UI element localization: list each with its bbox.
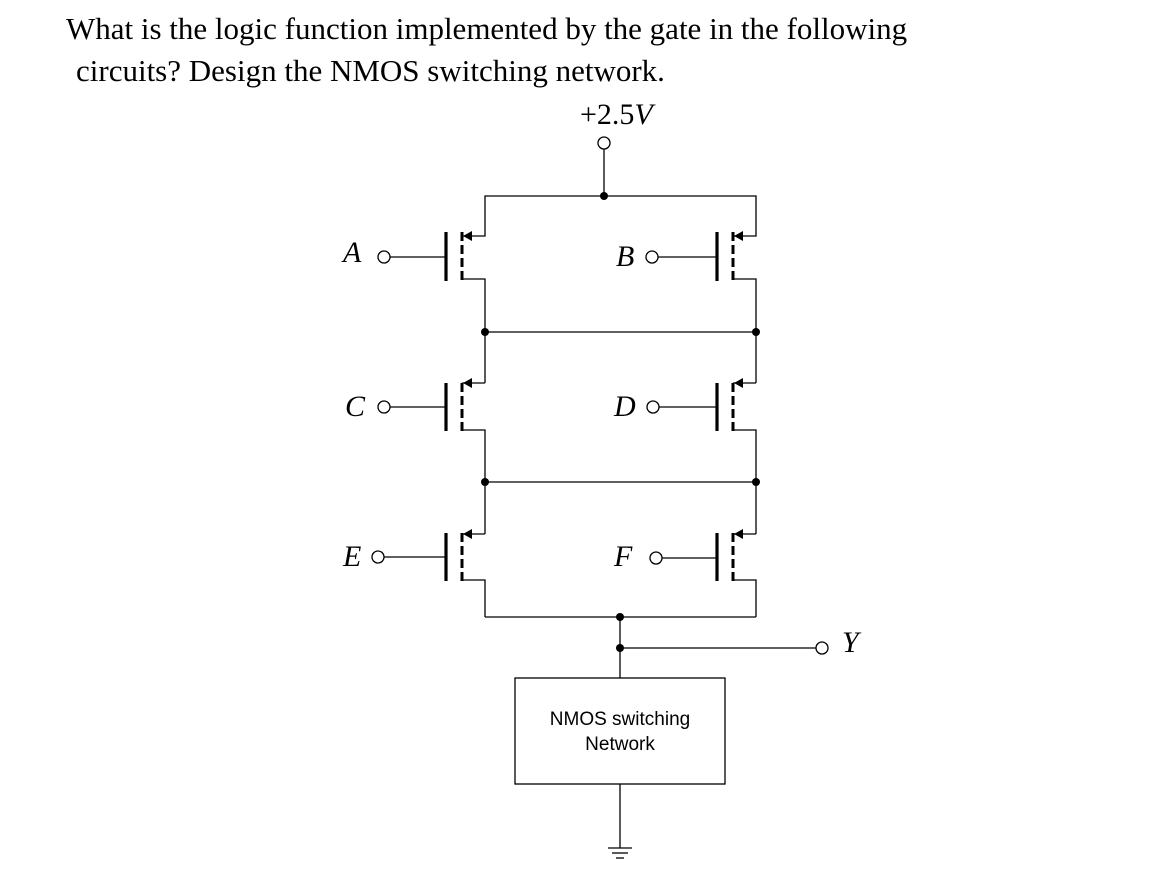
top-rail-wire (484, 195, 757, 221)
input-label-c: C (345, 390, 366, 423)
supply-unit: V (634, 98, 656, 131)
input-terminal-a (377, 250, 391, 264)
pmos-transistor-a: A (341, 221, 486, 332)
pmos-transistor-c: C (345, 332, 486, 482)
input-label-a: A (341, 236, 362, 269)
output-terminal (815, 641, 829, 655)
supply-label: +2.5V (580, 98, 656, 131)
ground-icon (608, 847, 632, 859)
nmos-network-box (514, 677, 726, 785)
input-label-f: F (613, 540, 633, 573)
output-label: Y (842, 626, 862, 659)
input-terminal-f (649, 551, 663, 565)
nmos-box-line-2: Network (585, 734, 655, 755)
input-terminal-e (371, 550, 385, 564)
pmos-transistor-b: B (616, 221, 757, 332)
input-label-b: B (616, 240, 634, 273)
pmos-transistor-f: F (613, 482, 757, 617)
supply-prefix: +2.5 (580, 98, 634, 131)
input-terminal-b (645, 250, 659, 264)
question-line-1: What is the logic function implemented b… (66, 11, 908, 46)
question-text: What is the logic function implemented b… (66, 8, 1066, 92)
input-label-d: D (613, 390, 636, 423)
pmos-transistor-e: E (342, 482, 486, 617)
nmos-box-line-1: NMOS switching (550, 709, 690, 730)
input-label-e: E (342, 540, 361, 573)
pmos-transistor-d: D (613, 332, 757, 482)
question-line-2: circuits? Design the NMOS switching netw… (76, 53, 665, 88)
input-terminal-d (646, 400, 660, 414)
supply-terminal (597, 136, 611, 150)
input-terminal-c (377, 400, 391, 414)
